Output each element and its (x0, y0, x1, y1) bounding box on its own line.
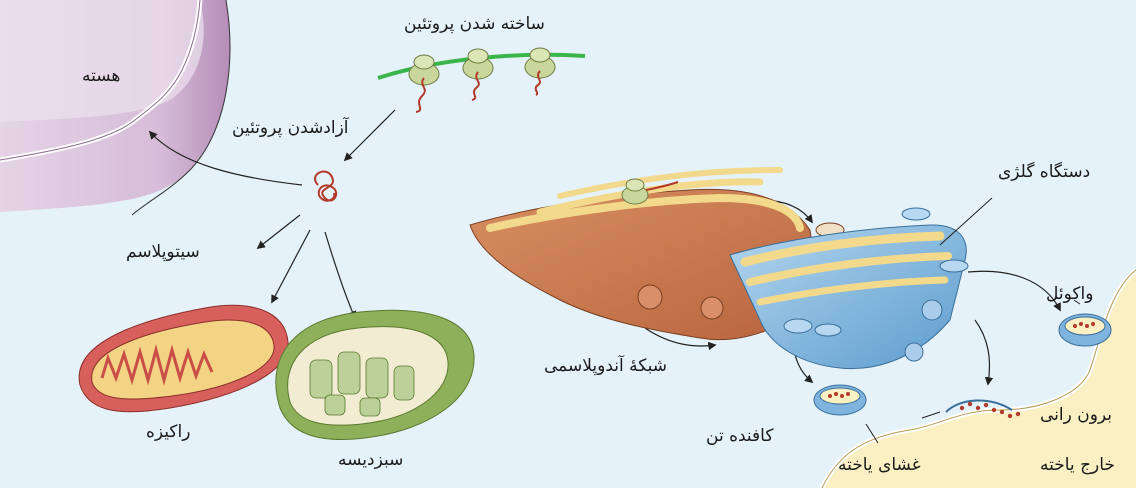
label-exocytosis: برون رانی (1040, 405, 1112, 425)
label-protein-synthesis: ساخته شدن پروتئین (404, 14, 545, 34)
lysosome (814, 385, 866, 415)
label-lysosome: کافنده تن (706, 426, 773, 446)
label-cell-membrane: غشای یاخته (838, 455, 921, 475)
vacuole (1059, 314, 1111, 346)
label-mitochondrion: راکیزه (146, 422, 190, 442)
label-chloroplast: سبزدیسه (338, 450, 403, 470)
label-vacuole: واکوئل (1046, 284, 1093, 304)
mitochondrion (79, 305, 288, 411)
ribosome (525, 48, 555, 95)
released-protein (315, 172, 336, 201)
label-nucleus: هسته (82, 66, 120, 86)
label-outside-cell: خارج یاخته (1040, 455, 1115, 475)
label-er: شبکهٔ آندوپلاسمی (544, 356, 667, 376)
nucleus (0, 0, 230, 215)
label-cytoplasm: سیتوپلاسم (126, 242, 200, 262)
label-golgi: دستگاه گلژی (998, 162, 1090, 182)
label-protein-release: آزادشدن پروتئین (232, 118, 349, 138)
chloroplast (276, 310, 474, 439)
